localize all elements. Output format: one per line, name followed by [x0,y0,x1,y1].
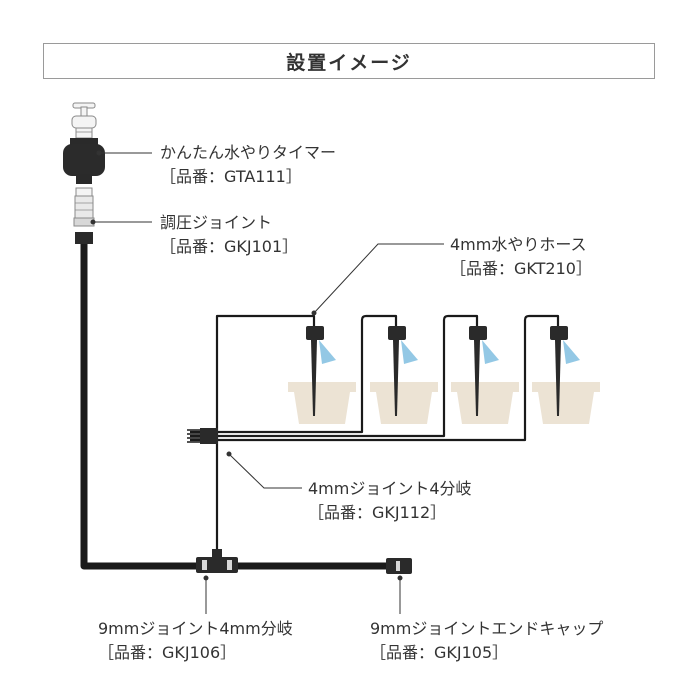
label-tee9: 9mmジョイント4mm分岐 ［品番：GKJ106］ [98,617,293,665]
title-box: 設置イメージ [43,43,655,79]
main-9mm-tube [80,244,390,570]
hose-4mm-lines [190,314,560,549]
page-title: 設置イメージ [286,51,412,74]
splitter-4way [187,428,218,444]
tee-joint-9mm [196,549,238,573]
dripper-stake-icon [306,326,580,416]
end-cap-icon [386,558,412,574]
pressure-joint-icon [73,187,95,244]
label-splitter4: 4mmジョイント4分岐 ［品番：GKJ112］ [308,477,472,525]
label-splitter4-code: ［品番：GKJ112］ [308,503,447,522]
label-timer-name: かんたん水やりタイマー [160,143,337,162]
label-splitter4-name: 4mmジョイント4分岐 [308,479,472,498]
label-endcap9-name: 9mmジョイントエンドキャップ [370,619,604,638]
label-hose-name: 4mm水やりホース [450,235,587,254]
plant-pot-icon [288,382,600,424]
label-regulator: 調圧ジョイント ［品番：GKJ101］ [160,211,298,259]
timer-device-icon [63,138,105,184]
leader-lines [90,150,444,614]
faucet-icon [71,102,97,139]
label-timer-code: ［品番：GTA111］ [160,167,302,186]
label-endcap9: 9mmジョイントエンドキャップ ［品番：GKJ105］ [370,617,603,665]
label-timer: かんたん水やりタイマー ［品番：GTA111］ [160,141,336,189]
label-tee9-code: ［品番：GKJ106］ [98,643,237,662]
label-regulator-code: ［品番：GKJ101］ [160,237,299,256]
label-hose-code: ［品番：GKT210］ [450,259,592,278]
label-tee9-name: 9mmジョイント4mm分岐 [98,619,293,638]
label-endcap9-code: ［品番：GKJ105］ [370,643,509,662]
label-regulator-name: 調圧ジョイント [160,213,273,232]
label-hose: 4mm水やりホース ［品番：GKT210］ [450,233,592,281]
